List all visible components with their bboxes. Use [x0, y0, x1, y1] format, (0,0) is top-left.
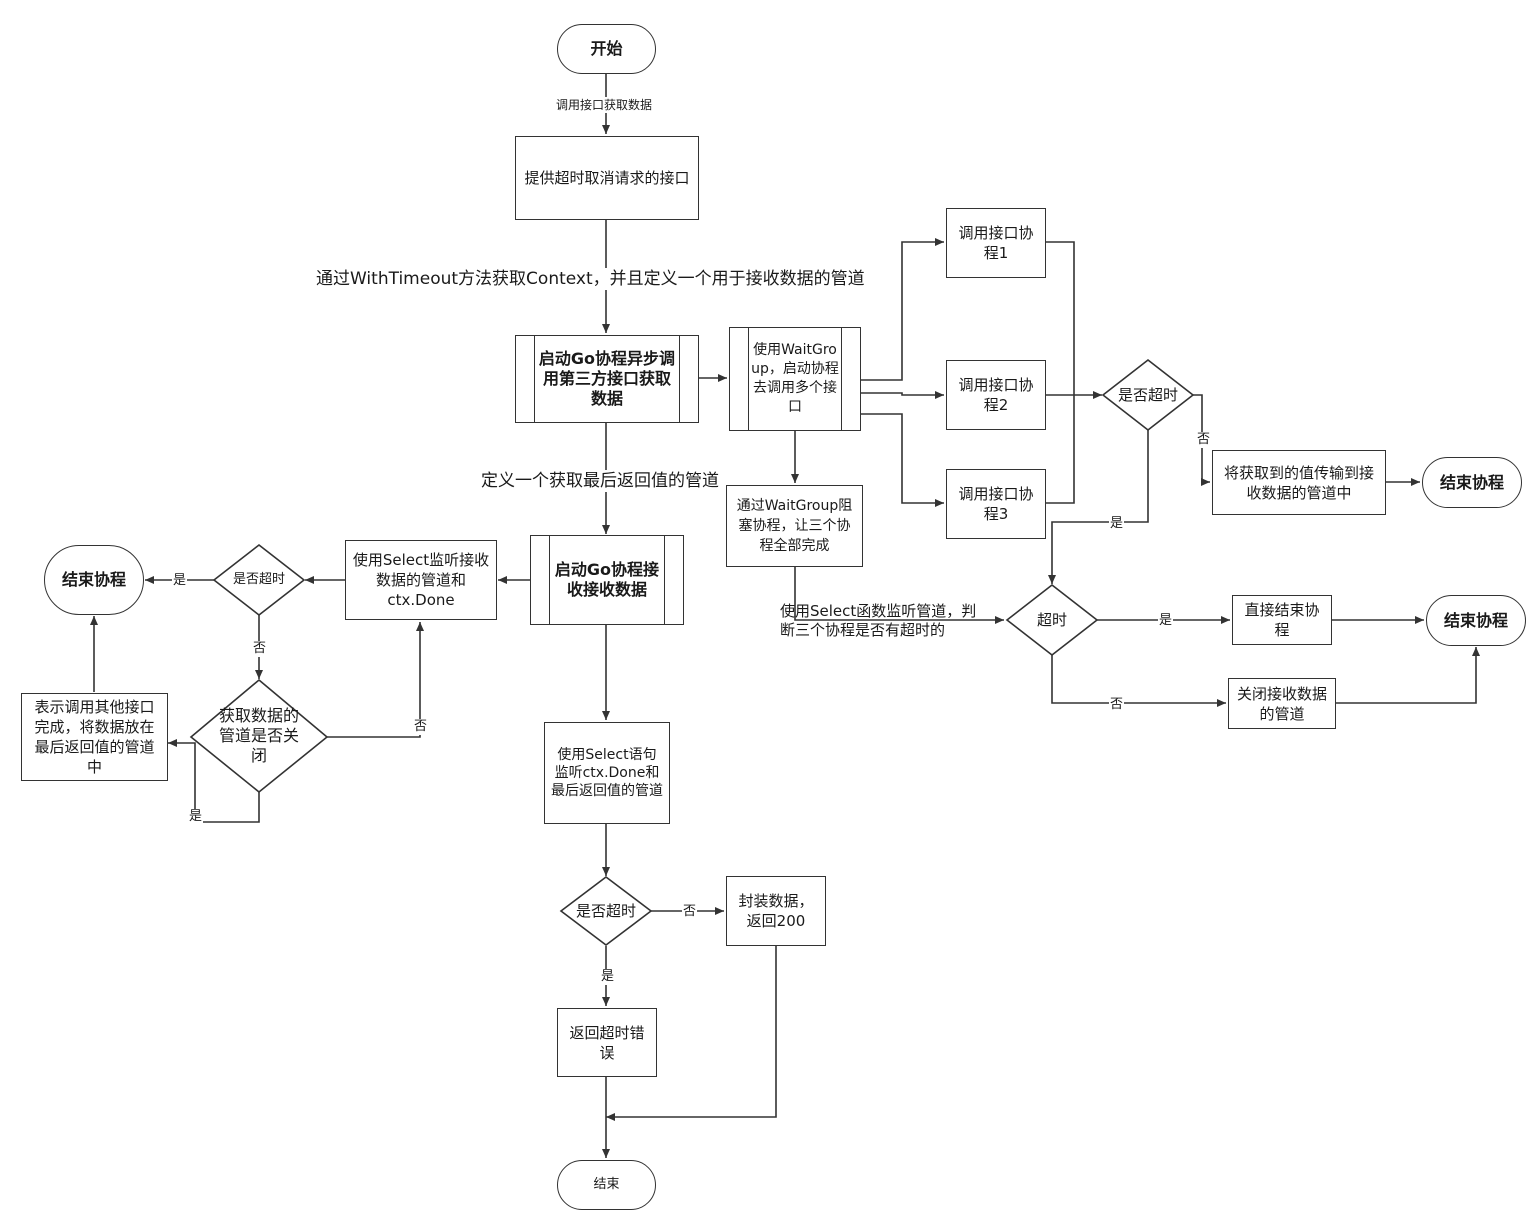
use-waitgroup-label: 使用WaitGroup，启动协程去调用多个接口: [751, 342, 839, 415]
end-coroutine-left-label: 结束协程: [61, 570, 126, 589]
edge-label-right-no: 否: [1196, 432, 1212, 448]
use-waitgroup-node: 使用WaitGroup，启动协程去调用多个接口: [729, 327, 861, 431]
end-coroutine-right-mid-terminal: 结束协程: [1426, 595, 1526, 646]
edge-label-bottom-yes: 是: [600, 969, 616, 985]
end-label: 结束: [593, 1177, 620, 1192]
wait-block-node: 通过WaitGroup阻塞协程，让三个协程全部完成: [726, 485, 863, 567]
is-timeout-left-diamond: 是否超时: [214, 545, 304, 615]
select-listen-receive-label: 使用Select监听接收数据的管道和ctx.Done: [352, 551, 490, 609]
edge-diamond-timeout: [1048, 430, 1149, 584]
diamond-timeout-right-shape: [1101, 358, 1195, 432]
start-terminal: 开始: [557, 24, 656, 74]
end-terminal: 结束: [557, 1160, 656, 1210]
timeout-diamond: 超时: [1007, 585, 1097, 655]
edge-wg-api1: [861, 238, 944, 381]
start-go-async-node: 启动Go协程异步调用第三方接口获取数据: [515, 335, 699, 423]
edge-label-bottom-no: 否: [682, 904, 698, 920]
end-directly-label: 直接结束协程: [1244, 601, 1320, 639]
edge-label-closed-yes: 是: [188, 809, 204, 825]
is-timeout-right-diamond: 是否超时: [1103, 360, 1193, 430]
edge-label-timeout-yes: 是: [1158, 613, 1174, 629]
timeout-label: 超时: [1036, 611, 1067, 629]
end-coroutine-left-terminal: 结束协程: [44, 545, 144, 615]
edge-label-with-timeout: 通过WithTimeout方法获取Context，并且定义一个用于接收数据的管道: [315, 268, 866, 290]
provide-timeout-node: 提供超时取消请求的接口: [515, 136, 699, 220]
select-ctx-done-node: 使用Select语句监听ctx.Done和最后返回值的管道: [544, 722, 670, 824]
send-to-channel-label: 将获取到的值传输到接收数据的管道中: [1223, 463, 1374, 502]
diamond-timeout-left-shape: [212, 543, 306, 617]
edge-label-call-api: 调用接口获取数据: [555, 97, 654, 113]
edge-wg-api2: [861, 391, 944, 399]
call-api-3-label: 调用接口协程3: [958, 485, 1034, 523]
is-timeout-right-label: 是否超时: [1117, 386, 1178, 404]
end-coroutine-right-mid-label: 结束协程: [1443, 610, 1508, 630]
is-timeout-bottom-label: 是否超时: [575, 902, 636, 920]
diamond-channel-closed-shape: [189, 678, 329, 794]
edge-api-merge: [1046, 241, 1102, 504]
edge-label-closed-no: 否: [413, 719, 429, 735]
close-channel-label: 关闭接收数据的管道: [1236, 684, 1327, 723]
edge-wait-timeout: [794, 567, 1004, 624]
start-go-async-label: 启动Go协程异步调用第三方接口获取数据: [538, 349, 676, 408]
call-api-2-label: 调用接口协程2: [958, 376, 1034, 414]
end-coroutine-right-top-label: 结束协程: [1439, 472, 1504, 492]
is-channel-closed-diamond: 获取数据的管道是否关闭: [191, 680, 327, 792]
select-ctx-done-label: 使用Select语句监听ctx.Done和最后返回值的管道: [551, 747, 663, 799]
pack-data-node: 封装数据，返回200: [726, 876, 826, 946]
edge-label-define-return: 定义一个获取最后返回值的管道: [480, 470, 720, 492]
return-timeout-err-label: 返回超时错误: [569, 1023, 645, 1062]
edge-label-select-monitor: 使用Select函数监听管道，判断三个协程是否有超时的: [780, 602, 977, 639]
edge-closed-select: [327, 622, 424, 738]
start-go-receive-node: 启动Go协程接收接收数据: [530, 535, 684, 625]
other-done-node: 表示调用其他接口完成，将数据放在最后返回值的管道中: [21, 693, 168, 781]
edge-timeout-close: [1051, 655, 1226, 707]
diamond-timeout-bottom-shape: [559, 875, 653, 947]
edge-close-end: [1336, 647, 1480, 704]
call-api-2-node: 调用接口协程2: [946, 360, 1046, 430]
provide-timeout-label: 提供超时取消请求的接口: [524, 169, 690, 187]
close-channel-node: 关闭接收数据的管道: [1228, 678, 1336, 729]
call-api-1-node: 调用接口协程1: [946, 208, 1046, 278]
call-api-3-node: 调用接口协程3: [946, 469, 1046, 539]
start-go-receive-label: 启动Go协程接收接收数据: [554, 560, 660, 599]
is-channel-closed-label: 获取数据的管道是否关闭: [218, 706, 299, 765]
other-done-label: 表示调用其他接口完成，将数据放在最后返回值的管道中: [34, 698, 155, 776]
wait-block-label: 通过WaitGroup阻塞协程，让三个协程全部完成: [736, 498, 853, 554]
start-label: 开始: [590, 39, 623, 58]
return-timeout-err-node: 返回超时错误: [557, 1008, 657, 1077]
select-listen-receive-node: 使用Select监听接收数据的管道和ctx.Done: [345, 540, 497, 620]
edge-label-left-yes: 是: [172, 573, 188, 589]
edge-label-right-yes: 是: [1109, 516, 1125, 532]
end-directly-node: 直接结束协程: [1232, 595, 1332, 645]
edge-pack-end: [606, 946, 777, 1121]
edge-wg-api3: [861, 413, 944, 507]
end-coroutine-right-top-terminal: 结束协程: [1422, 457, 1522, 508]
is-timeout-bottom-diamond: 是否超时: [561, 877, 651, 945]
call-api-1-label: 调用接口协程1: [958, 224, 1034, 262]
is-timeout-left-label: 是否超时: [232, 572, 285, 587]
edge-label-timeout-no: 否: [1109, 697, 1125, 713]
pack-data-label: 封装数据，返回200: [738, 892, 814, 930]
send-to-channel-node: 将获取到的值传输到接收数据的管道中: [1212, 450, 1386, 515]
edge-label-left-no: 否: [252, 641, 268, 657]
diamond-timeout-shape: [1005, 583, 1099, 657]
